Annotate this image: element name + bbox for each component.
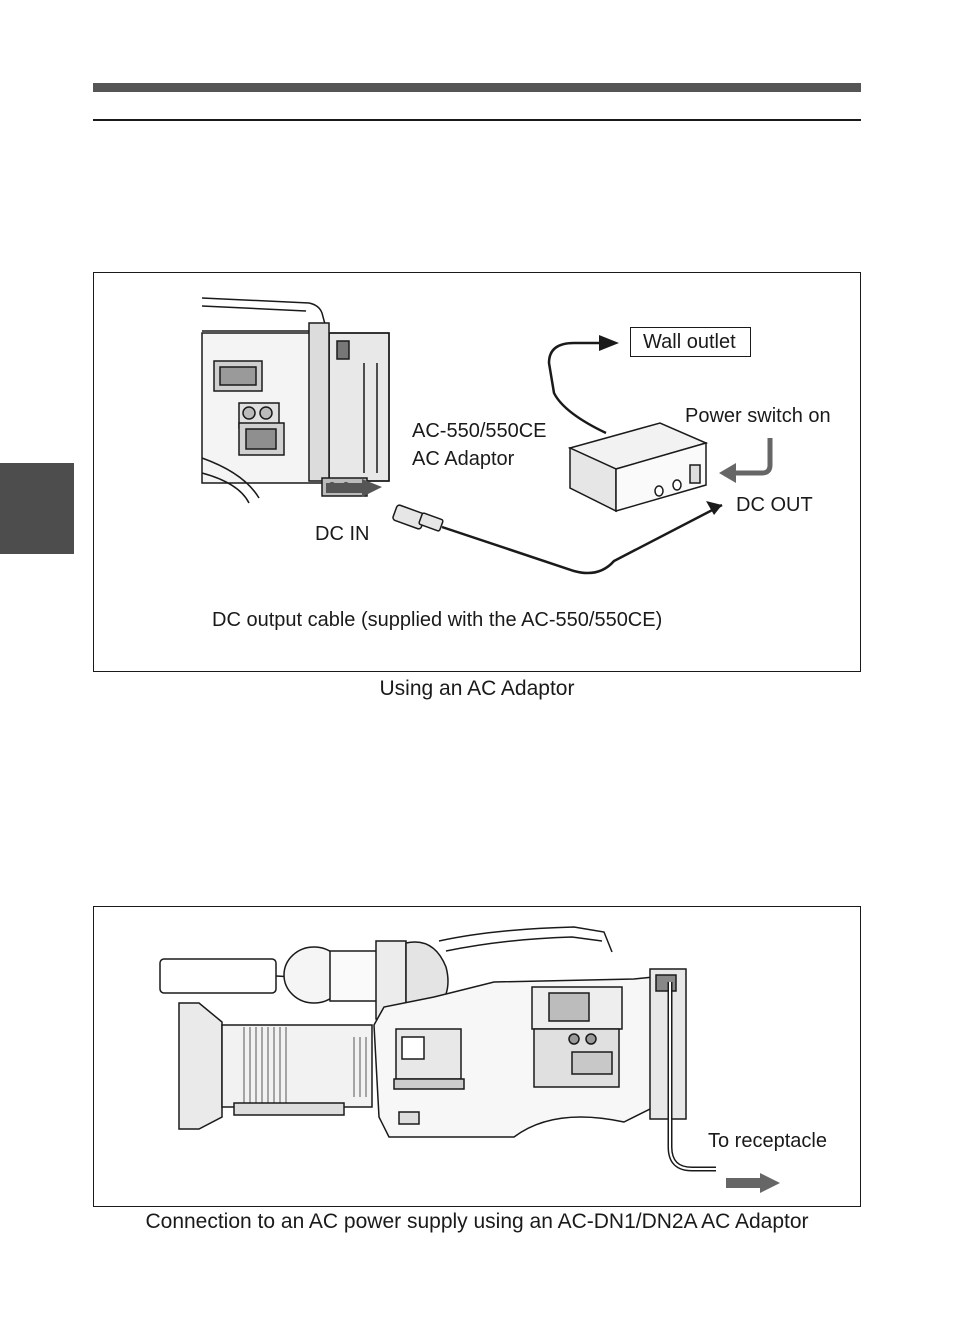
- figure-ac-adaptor: Wall outlet Power switch on AC-550/550CE…: [93, 272, 861, 672]
- dc-in-label: DC IN: [315, 523, 370, 545]
- camcorder-side-view: [159, 926, 687, 1138]
- power-cord: [547, 341, 607, 435]
- receptacle-label: To receptacle: [708, 1130, 827, 1152]
- wall-outlet-label: Wall outlet: [630, 327, 751, 357]
- header-bar: [93, 83, 861, 92]
- wall-outlet-arrow: [599, 335, 619, 351]
- dc-out-arrow: [706, 501, 722, 515]
- figure-ac-dn-adaptor: To receptacle: [93, 906, 861, 1207]
- power-switch-arrow: [734, 438, 773, 476]
- camera-rear-illustration: [201, 297, 390, 504]
- dc-connector-icon: [392, 504, 444, 532]
- dc-in-arrow: [326, 479, 382, 497]
- ac-adaptor-box: [567, 422, 709, 513]
- header-rule: [93, 119, 861, 121]
- chapter-tab: [0, 463, 74, 554]
- adaptor-model-label: AC-550/550CE: [412, 420, 547, 442]
- power-switch-label: Power switch on: [685, 405, 831, 427]
- ac-adaptor-illustration: [201, 297, 773, 575]
- cable-note-label: DC output cable (supplied with the AC-55…: [212, 609, 663, 631]
- adaptor-name-label: AC Adaptor: [412, 448, 515, 470]
- camcorder-side-illustration: [159, 926, 780, 1193]
- dc-out-label: DC OUT: [736, 494, 813, 516]
- figure2-caption: Connection to an AC power supply using a…: [145, 1210, 809, 1233]
- receptacle-arrow: [726, 1173, 780, 1193]
- figure1-caption: Using an AC Adaptor: [379, 677, 575, 700]
- dc-output-cable: [441, 503, 723, 575]
